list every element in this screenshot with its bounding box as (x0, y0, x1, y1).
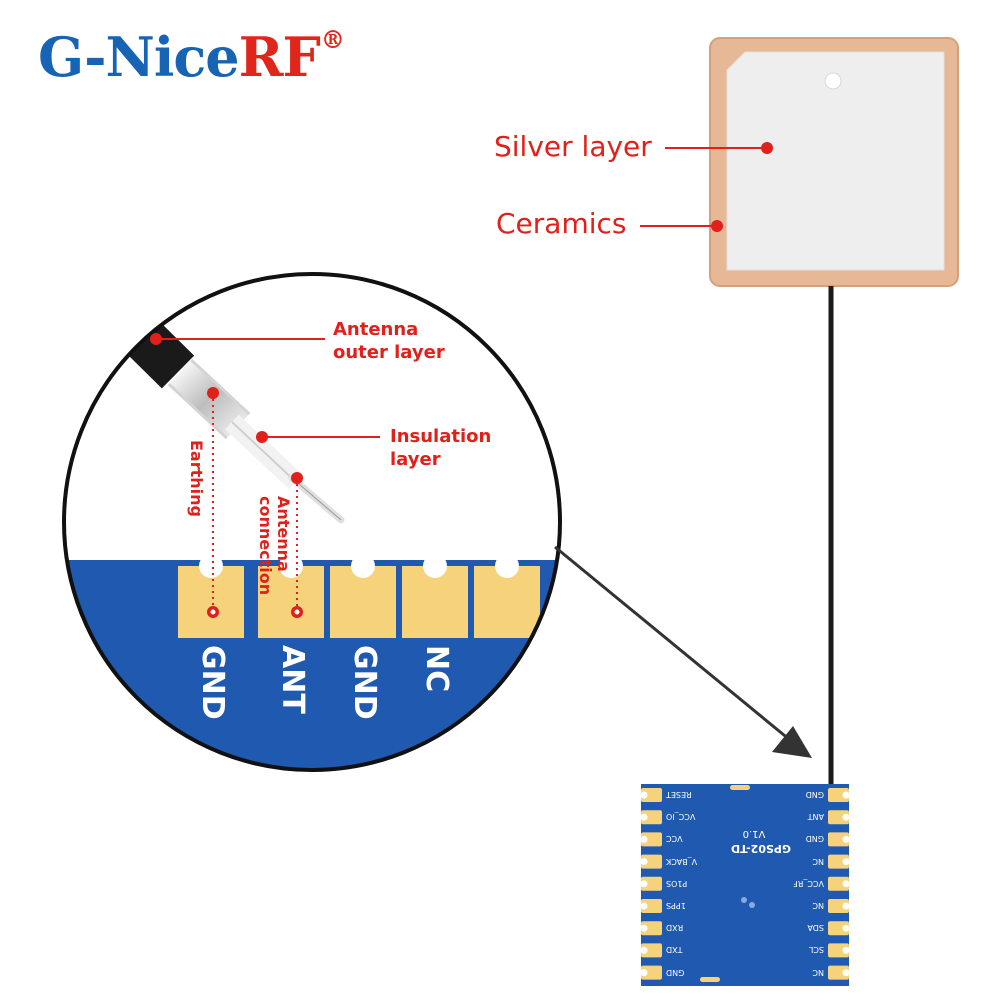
module-pad-right (828, 876, 849, 891)
module-pad-right (828, 899, 849, 913)
insulation-layer-label: Insulation layer (390, 425, 491, 471)
zoom-pad-notch (279, 554, 303, 578)
module-pad-left (641, 810, 662, 825)
zoom-pads (178, 554, 540, 638)
outer-layer-label-line1: Antenna (333, 319, 419, 340)
insulation-layer-label-line1: Insulation (390, 426, 492, 447)
zoom-pin-label: GND (347, 645, 382, 720)
module-pad-right (828, 965, 849, 980)
zoom-pin-label: NC (419, 645, 454, 693)
registered-mark: ® (320, 25, 345, 54)
module-pad-hole (842, 880, 850, 888)
module-pad-hole (640, 791, 648, 799)
module-pad-left (641, 921, 662, 936)
module-pad-hole (842, 835, 850, 843)
brand-logo: G-NiceRF® (38, 28, 345, 85)
module-pad-right (828, 854, 849, 869)
zoom-pin-label: GND (195, 645, 230, 720)
module-pad-hole (842, 813, 850, 821)
pointer-arrow (554, 545, 812, 758)
module-pad-hole (640, 813, 648, 821)
module-pad-left (641, 943, 662, 958)
patch-leaders (640, 142, 773, 232)
zoom-pad-notch (495, 554, 519, 578)
zoom-pin-label: ANT (275, 645, 310, 714)
module-pad-left (641, 899, 662, 913)
module-pad-hole (640, 858, 648, 866)
module-pad-hole (842, 902, 850, 910)
zoom-pad-notch (423, 554, 447, 578)
module-pad-hole (640, 902, 648, 910)
module-pad-hole (842, 969, 850, 977)
logo-text-red: RF (238, 25, 321, 89)
module-pad-right (828, 943, 849, 958)
module-pad-hole (842, 924, 850, 932)
module-pad-left (641, 876, 662, 891)
insulation-layer-label-line2: layer (390, 449, 441, 470)
module-pad-left (641, 854, 662, 869)
module-pad-left (641, 965, 662, 980)
module-pad-hole (640, 835, 648, 843)
module-pcb (641, 784, 849, 986)
module-pad-left (641, 788, 662, 802)
silver-layer (726, 51, 945, 271)
module-pad-hole (842, 946, 850, 954)
module-pad-hole (640, 880, 648, 888)
module-pad-right (828, 788, 849, 802)
zoom-pad-notch (351, 554, 375, 578)
silver-layer-label: Silver layer (494, 130, 652, 163)
logo-text-blue: G-Nice (38, 25, 240, 89)
module-pad-hole (640, 924, 648, 932)
outer-layer-label-line2: outer layer (333, 342, 445, 363)
module-pad-hole (640, 969, 648, 977)
gps-module (640, 784, 850, 986)
feed-hole (824, 72, 842, 90)
module-pad-hole (842, 858, 850, 866)
module-pad-right (828, 921, 849, 936)
module-pad-hole (640, 946, 648, 954)
zoom-pad-notch (199, 554, 223, 578)
module-pad-hole (842, 791, 850, 799)
module-pad-right (828, 810, 849, 825)
module-pad-right (828, 832, 849, 847)
module-pad-left (641, 832, 662, 847)
zoom-outline (62, 272, 562, 772)
silver-dot (761, 142, 773, 154)
outer-layer-label: Antenna outer layer (333, 318, 445, 364)
ceramics-dot (711, 220, 723, 232)
patch-antenna (709, 37, 959, 785)
ceramics-label: Ceramics (496, 207, 627, 240)
